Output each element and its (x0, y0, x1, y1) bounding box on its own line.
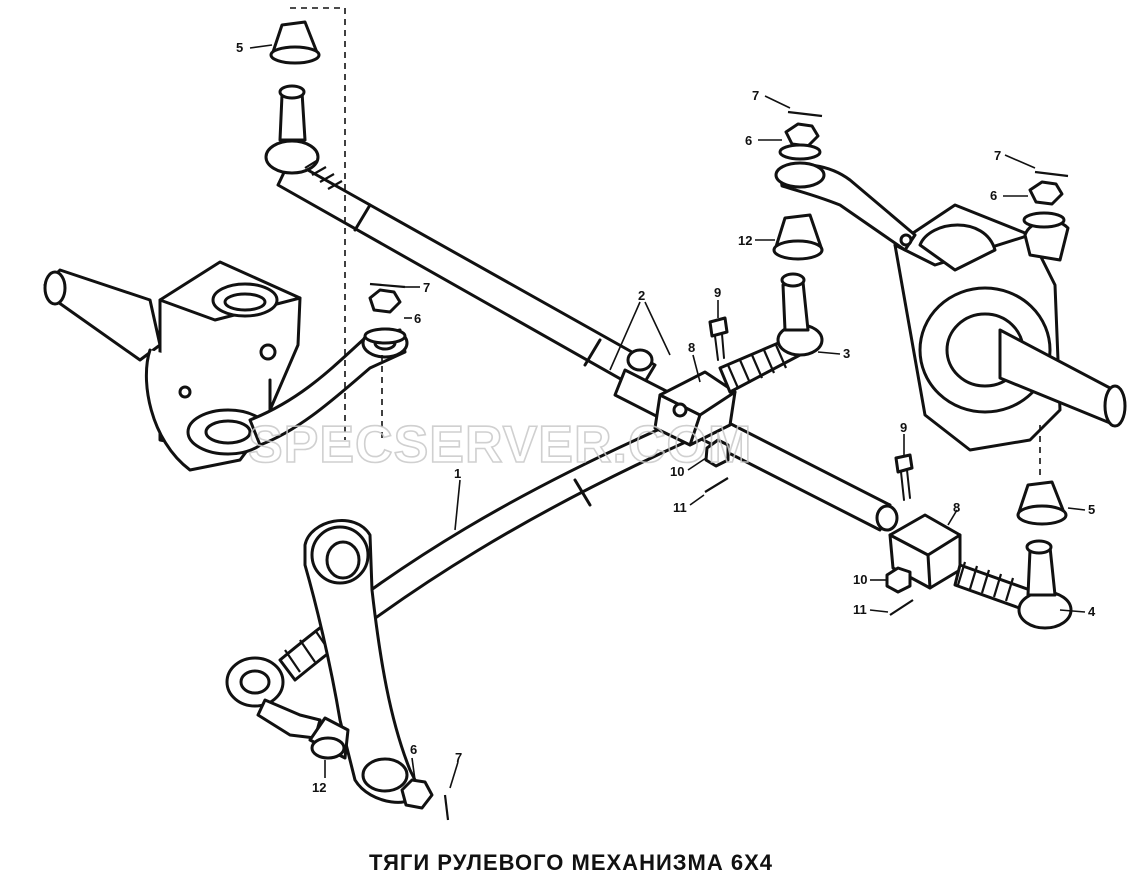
cotter-pin-11-b (889, 599, 914, 616)
callout-4: 4 (1088, 604, 1096, 619)
bolt-9-a (708, 316, 729, 361)
watermark: SPECSERVER.COM (248, 416, 752, 474)
callout-11: 11 (853, 602, 867, 617)
right-steering-arm (774, 161, 917, 252)
callout-9: 9 (714, 285, 721, 300)
callout-3: 3 (843, 346, 850, 361)
left-steering-knuckle (43, 260, 302, 472)
callout-11: 11 (673, 500, 687, 515)
callout-7: 7 (455, 750, 462, 765)
right-steering-knuckle (893, 203, 1127, 452)
callout-1: 1 (454, 466, 461, 481)
callout-12: 12 (312, 780, 326, 795)
castle-nut-6-a (778, 122, 822, 161)
callout-8: 8 (953, 500, 960, 515)
callout-2: 2 (638, 288, 645, 303)
nut-10-a (704, 438, 730, 468)
callout-6: 6 (410, 742, 417, 757)
callout-10: 10 (670, 464, 684, 479)
callout-7: 7 (752, 88, 759, 103)
callout-5: 5 (1088, 502, 1095, 517)
callout-6: 6 (414, 311, 421, 326)
castle-nut-6-c (363, 288, 407, 345)
alignment-line-left (290, 7, 383, 440)
tie-rod-end-upper-left (264, 84, 343, 190)
castle-nut-6-d (400, 778, 434, 810)
cotter-pin-7-d (443, 794, 450, 821)
drag-link-end-lower-left (225, 656, 322, 740)
callout-7: 7 (423, 280, 430, 295)
cotter-pin-11-a (704, 477, 729, 493)
callout-10: 10 (853, 572, 867, 587)
castle-nut-6-b (1022, 180, 1066, 229)
leader-lines (249, 44, 1086, 789)
clamp-upper (653, 370, 737, 447)
pitman-arm (303, 519, 422, 804)
bolt-9-b (894, 453, 914, 501)
callout-labels: 5 1 2 3 4 5 6 6 6 6 7 7 7 7 8 8 9 9 10 1… (236, 40, 1096, 795)
diagram-caption: ТЯГИ РУЛЕВОГО МЕХАНИЗМА 6Х4 (368, 850, 774, 875)
tie-rod-end-3 (718, 272, 824, 394)
cotter-pin-7-b (1034, 170, 1069, 178)
dust-boot-12-lower (308, 716, 350, 760)
callout-6: 6 (990, 188, 997, 203)
callout-8: 8 (688, 340, 695, 355)
dust-boot-12-upper (772, 213, 824, 261)
cotter-pin-7-c (369, 282, 406, 289)
dust-boot-5-lower (1016, 480, 1068, 526)
nut-10-b (885, 566, 912, 594)
callout-5: 5 (236, 40, 243, 55)
tie-rod-end-4 (953, 539, 1073, 630)
callout-9: 9 (900, 420, 907, 435)
callout-6: 6 (745, 133, 752, 148)
callout-12: 12 (738, 233, 752, 248)
dust-boot-5-upper (269, 20, 321, 65)
callout-7: 7 (994, 148, 1001, 163)
cotter-pin-7-a (787, 110, 823, 118)
